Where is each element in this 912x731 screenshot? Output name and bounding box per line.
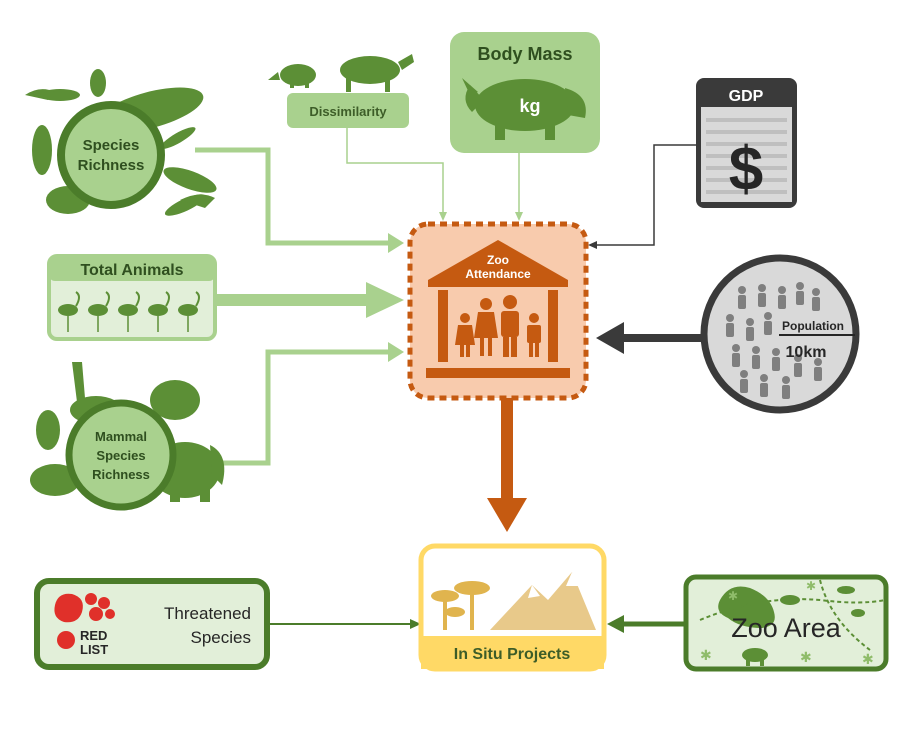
body-mass-title: Body Mass — [477, 44, 572, 64]
rhino-icon — [462, 78, 586, 140]
red-list-text-1: RED — [80, 628, 107, 643]
gdp-label: GDP — [729, 88, 764, 105]
in-situ-label-bar — [421, 636, 604, 669]
gdp-lines — [706, 118, 787, 194]
zoo-attendance-label-2: Attendance — [465, 267, 531, 281]
zoo-area-node: ✱ ✱ ✱ ✱ ✱ Zoo Area — [683, 574, 889, 672]
threatened-species-node: RED LIST Threatened Species — [34, 578, 270, 670]
zoo-attendance-label-1: Zoo — [487, 253, 509, 267]
mammal-silhouettes — [30, 362, 225, 502]
species-richness-circle — [57, 101, 165, 209]
arrow-dissimilarity — [346, 128, 444, 213]
mammal-richness-node: Mammal Species Richness — [30, 362, 225, 511]
species-richness-label-1: Species — [83, 137, 140, 154]
svg-text:✱: ✱ — [700, 647, 712, 663]
zoo-attendance-node: Zoo Attendance — [407, 221, 589, 401]
arrowhead-dissimilarity — [439, 212, 447, 221]
in-situ-label: In Situ Projects — [454, 646, 571, 663]
flamingo-row-icon — [58, 291, 200, 332]
svg-text:✱: ✱ — [800, 649, 812, 665]
threatened-label-2: Species — [191, 628, 251, 647]
dollar-icon: $ — [729, 135, 763, 204]
zoo-area-label: Zoo Area — [731, 613, 842, 643]
in-situ-node: In Situ Projects — [418, 543, 607, 672]
dissimilarity-box — [287, 93, 409, 128]
population-node: Population 10km — [700, 254, 860, 414]
population-label: Population — [782, 319, 844, 333]
people-dots-icon — [726, 282, 822, 399]
species-richness-node: Species Richness — [25, 69, 217, 216]
arrowhead-gdp — [588, 241, 597, 249]
population-label-bg — [776, 317, 850, 333]
population-distance: 10km — [786, 344, 827, 361]
arrowhead-population — [596, 322, 624, 354]
arrowhead-attendance-insitu — [487, 498, 527, 532]
arrow-gdp — [596, 144, 696, 246]
species-richness-label-2: Richness — [78, 157, 145, 174]
arrow-mammal-richness — [205, 349, 390, 466]
armadillo-aardvark-icon — [268, 54, 414, 92]
total-animals-label: Total Animals — [80, 262, 183, 279]
arrowhead-body-mass — [515, 212, 523, 221]
total-animals-node: Total Animals — [47, 254, 217, 341]
dissimilarity-label: Dissimilarity — [309, 104, 387, 119]
svg-text:✱: ✱ — [728, 589, 738, 603]
arrowhead-mammal-richness — [388, 342, 404, 362]
dissimilarity-node: Dissimilarity — [268, 54, 414, 128]
red-list-logo: RED LIST — [54, 593, 115, 657]
gdp-node: GDP $ — [696, 78, 797, 208]
arrow-species-richness — [195, 147, 390, 246]
mammal-richness-label-2: Species — [96, 448, 145, 463]
threatened-label-1: Threatened — [164, 604, 251, 623]
landscape-icon — [431, 572, 596, 630]
red-list-text-2: LIST — [80, 642, 108, 657]
svg-text:✱: ✱ — [806, 579, 816, 593]
threatened-box — [34, 578, 270, 670]
mammal-richness-label-1: Mammal — [95, 429, 147, 444]
connectors — [195, 128, 702, 633]
body-mass-node: Body Mass kg — [450, 32, 600, 153]
total-animals-header — [49, 256, 215, 281]
svg-text:✱: ✱ — [862, 651, 874, 667]
zoo-building-family-icon — [426, 240, 570, 378]
body-mass-unit: kg — [519, 96, 540, 116]
arrowhead-total-animals — [366, 282, 404, 318]
mammal-richness-label-3: Richness — [92, 467, 150, 482]
map-icon: ✱ ✱ ✱ ✱ ✱ — [699, 579, 886, 667]
arrowhead-zoo-area — [607, 615, 624, 633]
arrowhead-species-richness — [388, 233, 404, 253]
arrowhead-threatened — [410, 619, 421, 629]
mammal-richness-circle — [65, 399, 177, 511]
